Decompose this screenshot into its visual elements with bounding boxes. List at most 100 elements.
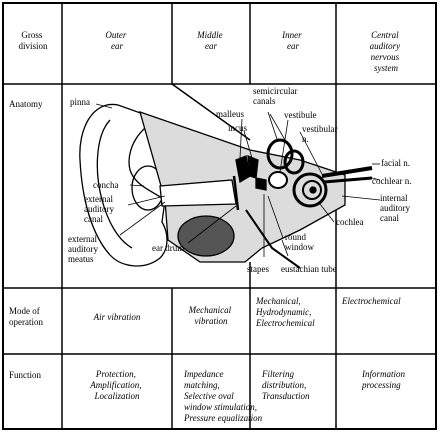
function-outer-line1: Protection, (95, 369, 136, 379)
header-outer-ear-line1: Outer (105, 30, 126, 40)
label-semicircular-canals-line2: canals (253, 96, 276, 106)
header-central-line2: auditory (370, 41, 401, 51)
label-external-auditory-canal-line3: canal (84, 214, 103, 224)
label-incus: incus (228, 123, 247, 133)
label-round-window: round window (285, 232, 315, 252)
label-semicircular-canals: semicircular canals (253, 86, 300, 106)
mode-inner-line3: Electrochemical (255, 318, 315, 328)
pinna-shape (79, 103, 168, 267)
table-grid (2, 2, 437, 430)
mode-middle-line2: vibration (195, 316, 228, 326)
nerve-bundle-2 (323, 176, 373, 184)
header-central-line4: system (374, 63, 398, 73)
anatomy-labels: pinna malleus incus semicircular canals … (68, 86, 412, 274)
mastoid-region (177, 215, 235, 257)
header-inner-ear-line1: Inner (281, 30, 302, 40)
mode-middle-line1: Mechanical (188, 305, 232, 315)
mode-inner: Mechanical, Hydrodynamic, Electrochemica… (255, 296, 315, 328)
label-malleus: malleus (216, 109, 244, 119)
function-middle-line1: Impedance (183, 369, 223, 379)
function-middle-line4: window stimulation, (184, 402, 257, 412)
label-vestibular-n: vestibular n. (302, 124, 340, 144)
header-middle-ear-line1: Middle (196, 30, 223, 40)
label-eustachian-tube: eustachian tube (281, 264, 337, 274)
function-inner-line1: Filtering (261, 369, 294, 379)
header-gross-division-line1: Gross (21, 30, 42, 40)
label-vestibular-n-line2: n. (302, 134, 309, 144)
incus-shape (247, 154, 259, 179)
label-cochlear-n: cochlear n. (372, 176, 411, 186)
function-middle-line3: Selective oval (184, 391, 234, 401)
semicircular-canal-2 (283, 149, 305, 175)
function-middle: Impedance matching, Selective oval windo… (183, 369, 263, 423)
label-facial-n: facial n. (381, 158, 410, 168)
ear-anatomy-illustration (79, 103, 373, 269)
ear-drum-line (232, 175, 240, 211)
label-external-auditory-meatus: external auditory meatus (68, 234, 100, 264)
function-inner-line3: Transduction (262, 391, 310, 401)
label-internal-auditory-canal-line3: canal (380, 213, 399, 223)
function-central-line1: Information (361, 369, 406, 379)
header-inner-ear: Inner ear (281, 30, 304, 51)
cochlea-mid (302, 180, 322, 200)
label-internal-auditory-canal-line1: internal (380, 193, 408, 203)
label-cochlea: cochlea (336, 217, 363, 227)
label-external-auditory-canal-line1: external (84, 194, 113, 204)
function-outer: Protection, Amplification, Localization (89, 369, 144, 401)
header-gross-division-line2: division (18, 41, 48, 51)
header-outer-ear-line2: ear (111, 41, 123, 51)
label-external-auditory-meatus-line2: auditory (68, 244, 98, 254)
label-external-auditory-meatus-line3: meatus (68, 254, 94, 264)
header-inner-ear-line2: ear (287, 41, 299, 51)
mode-central: Electrochemical (341, 296, 401, 306)
label-concha: concha (93, 180, 118, 190)
eustachian-tube (245, 209, 301, 269)
header-outer-ear: Outer ear (105, 30, 128, 51)
leader-lines (95, 103, 381, 257)
mode-middle: Mechanical vibration (188, 305, 234, 326)
header-central-line1: Central (371, 30, 399, 40)
row-label-anatomy: Anatomy (9, 99, 43, 109)
row-label-function: Function (9, 370, 42, 380)
stapes-shape (255, 177, 267, 191)
row-label-mode-line2: operation (9, 317, 43, 327)
row-label-mode-line1: Mode of (9, 306, 40, 316)
function-central: Information processing (361, 369, 407, 390)
label-external-auditory-canal: external auditory canal (84, 194, 116, 224)
external-canal (159, 179, 237, 207)
mode-outer: Air vibration (93, 312, 141, 322)
nerve-bundle (321, 166, 373, 178)
label-round-window-line2: window (285, 242, 315, 252)
label-stapes: stapes (247, 264, 269, 274)
header-middle-ear: Middle ear (196, 30, 225, 51)
cochlea-outer (292, 172, 328, 208)
label-semicircular-canals-line1: semicircular (253, 86, 297, 96)
label-round-window-line1: round (285, 232, 306, 242)
pinna-inner-fold (96, 119, 133, 249)
label-internal-auditory-canal-line2: auditory (380, 203, 410, 213)
header-gross-division: Gross division (18, 30, 48, 51)
label-internal-auditory-canal: internal auditory canal (380, 193, 412, 223)
label-vestibular-n-line1: vestibular (302, 124, 338, 134)
row-label-mode: Mode of operation (9, 306, 43, 327)
function-central-line2: processing (361, 380, 401, 390)
header-central: Central auditory nervous system (370, 30, 403, 73)
function-middle-line2: matching, (184, 380, 220, 390)
function-inner-line2: distribution, (262, 380, 306, 390)
label-external-auditory-canal-line2: auditory (84, 204, 114, 214)
label-ear-drum: ear drum (152, 243, 184, 253)
vestibule-shape (268, 171, 288, 189)
header-middle-ear-line2: ear (205, 41, 217, 51)
cochlea-inner (309, 186, 317, 194)
function-outer-line3: Localization (93, 391, 140, 401)
function-inner: Filtering distribution, Transduction (261, 369, 310, 401)
header-central-line3: nervous (371, 52, 400, 62)
label-pinna: pinna (70, 97, 90, 107)
label-vestibule: vestibule (284, 110, 317, 120)
semicircular-canal-1 (266, 138, 294, 170)
mode-inner-line2: Hydrodynamic, (255, 307, 311, 317)
mode-inner-line1: Mechanical, (255, 296, 301, 306)
function-middle-line5: Pressure equalization (183, 413, 263, 423)
function-outer-line2: Amplification, (89, 380, 141, 390)
